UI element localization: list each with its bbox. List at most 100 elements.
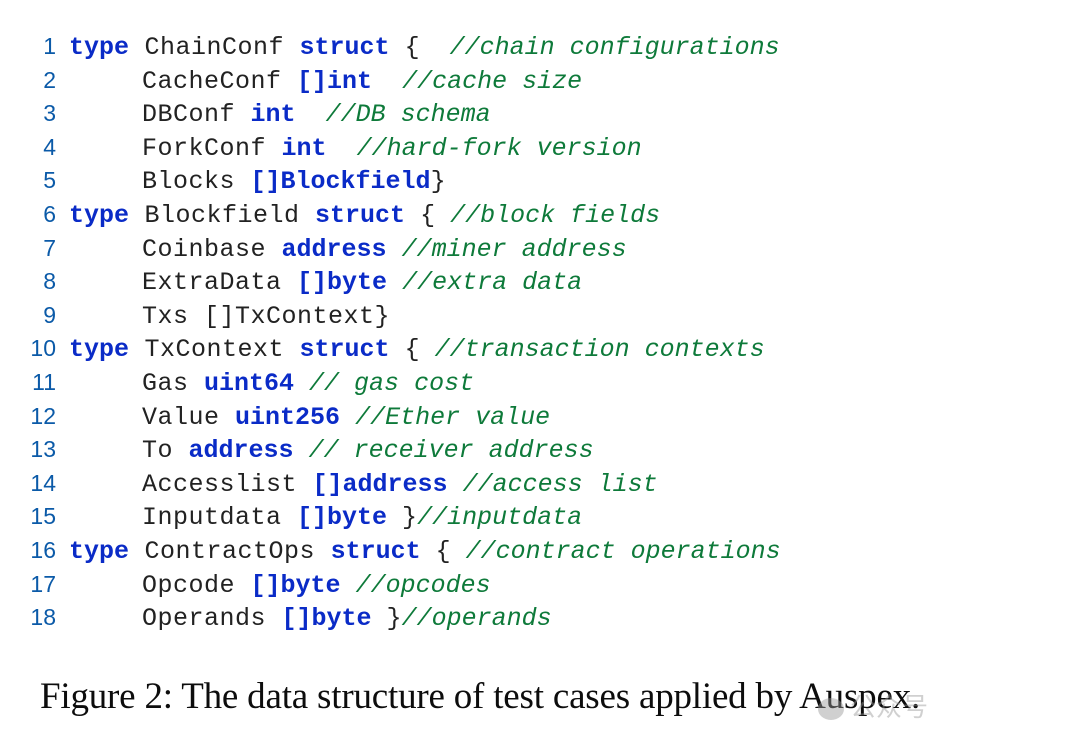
line-number: 9 <box>43 301 56 328</box>
line-number: 11 <box>32 368 56 395</box>
code-line: 1 type ChainConf struct { //chain configu… <box>14 30 1054 64</box>
code-line: 11 Gas uint64 // gas cost <box>14 366 1054 400</box>
code-punctuation <box>327 134 357 163</box>
code-comment: //extra data <box>402 268 583 298</box>
code-comment: //DB schema <box>325 100 491 130</box>
code-line: 8 ExtraData []byte //extra data <box>14 265 1054 299</box>
code-comment: //cache size <box>402 66 583 96</box>
line-number: 1 <box>43 33 56 59</box>
code-keyword: []int <box>297 66 373 96</box>
code-line: 18 Operands []byte }//operands <box>14 601 1054 635</box>
code-listing: 1 type ChainConf struct { //chain configu… <box>14 30 1054 635</box>
line-number: 18 <box>30 604 56 631</box>
code-comment: //block fields <box>450 200 661 230</box>
code-comment: //Ether value <box>355 402 551 432</box>
code-punctuation: } <box>371 604 402 634</box>
code-punctuation <box>341 571 356 600</box>
line-number: 4 <box>43 133 56 160</box>
code-keyword: type <box>69 33 130 62</box>
code-punctuation <box>294 436 309 465</box>
code-line: 17 Opcode []byte //opcodes <box>14 568 1054 602</box>
code-identifier: ContractOps <box>129 536 331 566</box>
code-identifier: TxContext <box>129 335 300 365</box>
line-number: 7 <box>43 234 56 261</box>
code-identifier: Operands <box>142 604 282 634</box>
code-comment: //access list <box>462 469 658 499</box>
code-keyword: []byte <box>250 570 341 600</box>
code-identifier: ChainConf <box>129 33 300 62</box>
code-identifier: Txs []TxContext} <box>142 301 391 331</box>
line-number: 5 <box>43 167 56 194</box>
code-keyword: struct <box>315 200 406 230</box>
code-keyword: struct <box>330 536 421 566</box>
code-keyword: []Blockfield <box>250 167 431 197</box>
code-punctuation <box>296 100 326 129</box>
code-line: 16 type ContractOps struct { //contract o… <box>14 534 1054 568</box>
code-keyword: address <box>281 234 387 264</box>
code-keyword: address <box>188 436 294 466</box>
code-comment: //contract operations <box>465 536 781 566</box>
code-identifier: CacheConf <box>142 66 298 96</box>
code-keyword: uint64 <box>204 368 295 398</box>
code-identifier: Blockfield <box>129 200 316 230</box>
line-number: 2 <box>43 66 56 93</box>
code-keyword: []byte <box>297 268 388 298</box>
code-identifier: Gas <box>142 368 205 398</box>
code-identifier: Blocks <box>142 167 251 197</box>
code-punctuation <box>448 470 463 499</box>
code-comment: // receiver address <box>308 436 594 466</box>
line-number: 16 <box>30 536 56 563</box>
code-line: 5 Blocks []Blockfield} <box>14 164 1054 198</box>
code-identifier: Inputdata <box>142 503 298 533</box>
code-identifier: Accesslist <box>142 469 313 499</box>
code-comment: //operands <box>401 604 552 634</box>
code-identifier: DBConf <box>142 100 251 130</box>
code-identifier: Opcode <box>142 570 251 600</box>
code-punctuation <box>294 369 309 398</box>
code-keyword: []address <box>312 469 448 499</box>
code-keyword: []byte <box>297 503 388 533</box>
code-identifier: ExtraData <box>142 268 298 298</box>
line-number: 3 <box>43 100 56 127</box>
code-punctuation <box>387 235 402 264</box>
code-identifier: To <box>142 436 189 466</box>
line-number: 14 <box>30 469 56 496</box>
figure-caption: Figure 2: The data structure of test cas… <box>40 676 921 717</box>
code-comment: //chain configurations <box>449 33 780 62</box>
code-punctuation: } <box>387 503 418 533</box>
code-keyword: struct <box>299 335 390 365</box>
code-line: 9 Txs []TxContext} <box>14 299 1054 333</box>
code-comment: //hard-fork version <box>356 133 642 163</box>
code-punctuation: { <box>420 536 466 566</box>
code-comment: //opcodes <box>355 570 491 600</box>
line-number: 8 <box>43 268 56 295</box>
code-keyword: type <box>69 200 130 230</box>
code-punctuation: } <box>430 167 446 197</box>
line-number: 12 <box>30 402 56 429</box>
code-line: 15 Inputdata []byte }//inputdata <box>14 500 1054 534</box>
code-line: 14 Accesslist []address //access list <box>14 467 1054 501</box>
code-punctuation: { <box>389 33 450 62</box>
code-punctuation: { <box>389 335 435 365</box>
code-line: 12 Value uint256 //Ether value <box>14 400 1054 434</box>
code-punctuation <box>372 67 402 96</box>
line-number: 17 <box>30 570 56 597</box>
code-keyword: uint256 <box>235 402 341 432</box>
line-number: 6 <box>43 200 56 227</box>
code-keyword: struct <box>299 33 390 62</box>
code-comment: //inputdata <box>417 503 583 533</box>
code-identifier: Value <box>142 402 236 432</box>
code-comment: // gas cost <box>309 368 475 398</box>
code-keyword: int <box>281 133 327 163</box>
code-identifier: ForkConf <box>142 133 282 163</box>
code-line: 2 CacheConf []int //cache size <box>14 64 1054 98</box>
line-number: 15 <box>30 503 56 530</box>
code-comment: //miner address <box>401 234 627 264</box>
code-keyword: []byte <box>281 604 372 634</box>
code-keyword: type <box>69 536 130 566</box>
